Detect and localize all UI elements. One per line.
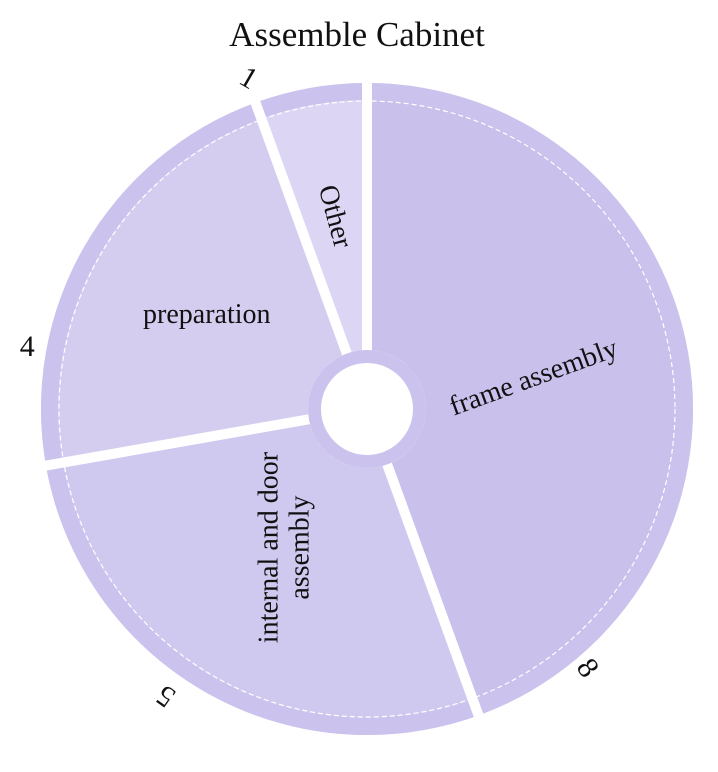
chart-title: Assemble Cabinet bbox=[229, 15, 485, 54]
slice-group bbox=[41, 81, 693, 735]
slice-value-label: 1 bbox=[234, 60, 263, 96]
slice-other[interactable] bbox=[255, 83, 367, 354]
slice-label: internal and doorassembly bbox=[254, 451, 316, 643]
slice-ring-preparation bbox=[41, 102, 262, 466]
slice-ring-other bbox=[255, 83, 367, 119]
slice-separator bbox=[250, 99, 353, 358]
slice-label-line: internal and door bbox=[254, 451, 285, 643]
center-hole bbox=[321, 363, 413, 455]
slice-separator bbox=[381, 460, 484, 719]
slice-preparation[interactable] bbox=[41, 102, 347, 466]
slice-label: preparation bbox=[143, 299, 270, 330]
slice-value-label: 4 bbox=[20, 330, 35, 363]
slice-internal-and-door-assembly[interactable] bbox=[45, 419, 479, 735]
slice-separator bbox=[43, 413, 312, 471]
slice-value-label: 5 bbox=[150, 678, 181, 714]
slice-label-line: assembly bbox=[285, 495, 316, 599]
slice-frame-assembly[interactable] bbox=[367, 83, 693, 716]
